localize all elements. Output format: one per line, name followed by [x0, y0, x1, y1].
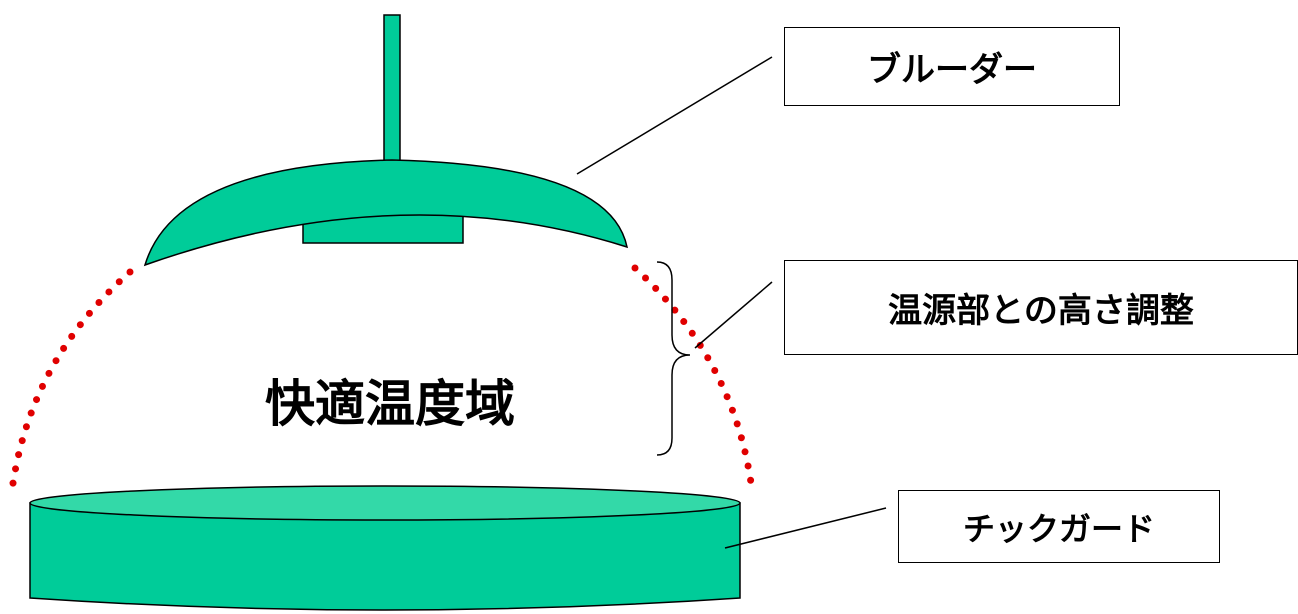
- chick-guard-leader-line: [724, 507, 887, 549]
- height-adjust-label: 温源部との高さ調整: [888, 291, 1194, 331]
- chick-guard-body: [29, 502, 741, 611]
- comfort-zone-right-dots: [631, 264, 756, 494]
- brooder-label: ブルーダー: [867, 50, 1037, 90]
- comfort-zone-left-dots: [8, 268, 134, 494]
- height-adjust-label-box: 温源部との高さ調整: [784, 260, 1298, 355]
- height-leader-line: [694, 281, 773, 349]
- brooder-canopy: [143, 159, 628, 267]
- comfort-zone-label: 快適温度域: [265, 375, 515, 433]
- brooder-rod: [383, 14, 401, 166]
- chick-guard-label: チックガード: [962, 509, 1155, 548]
- chick-guard-rim: [29, 485, 741, 521]
- brooder-label-box: ブルーダー: [784, 27, 1120, 106]
- brooder-leader-line: [576, 56, 773, 175]
- height-brace: [656, 261, 691, 456]
- chick-guard-label-box: チックガード: [898, 490, 1220, 563]
